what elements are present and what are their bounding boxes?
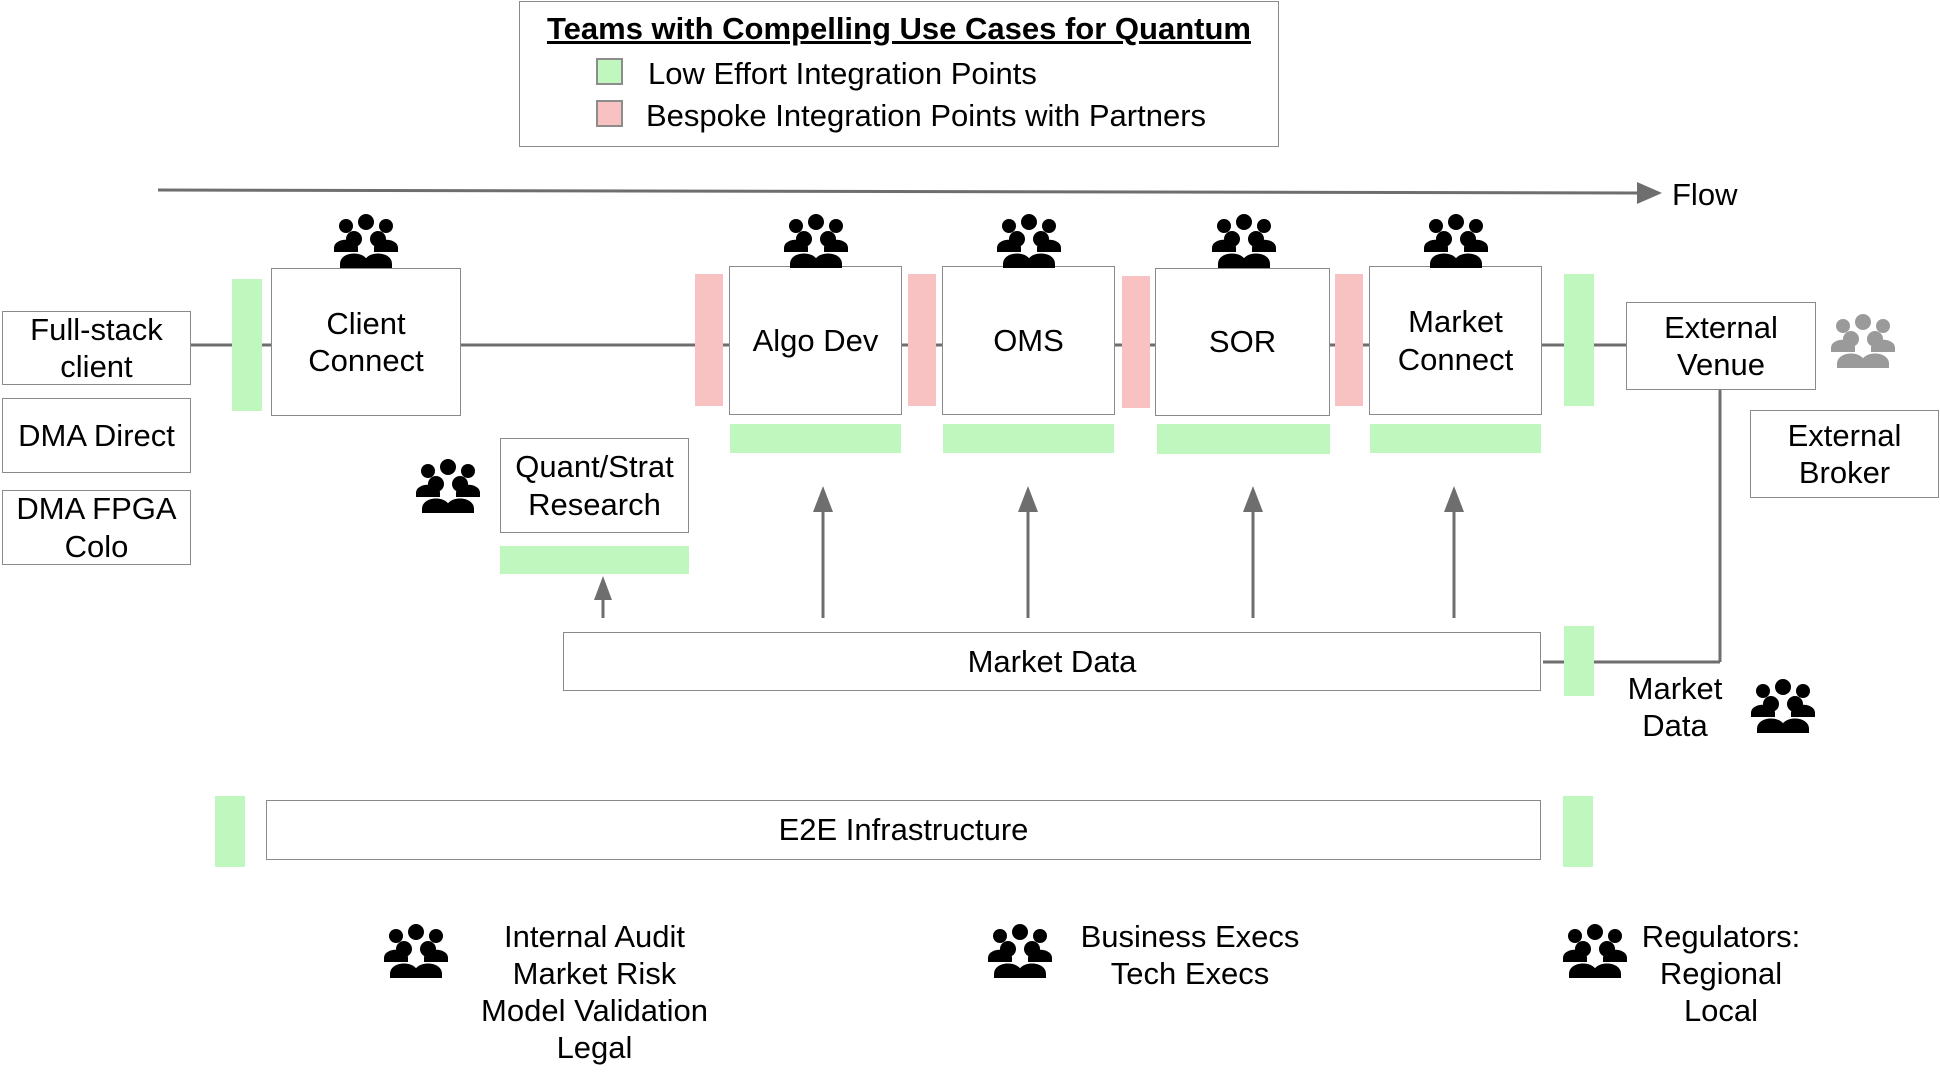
external-team-icon [1831,314,1895,368]
legend-bespoke-label: Bespoke Integration Points with Partners [646,98,1207,133]
integration-bespoke [695,274,723,406]
legend-title: Teams with Compelling Use Cases for Quan… [547,11,1251,46]
team-icon [334,214,398,268]
flow-arrow-head [1637,182,1662,204]
integration-bespoke [908,274,936,406]
market-data-box: Market Data [563,632,1541,691]
full-stack-client-box: Full-stack client [2,311,191,385]
integration-low-effort [730,424,901,453]
legend-swatch-bespoke [596,100,623,127]
team-icon [988,924,1052,978]
team-group-execs: Business Execs Tech Execs [1080,919,1300,991]
external-venue-box: External Venue [1626,302,1816,390]
quant-research-box: Quant/Strat Research [500,438,689,533]
team-icon [784,214,848,268]
e2e-infrastructure-box: E2E Infrastructure [266,800,1541,860]
integration-low-effort [1157,424,1330,454]
client-connect-box: Client Connect [271,268,461,416]
external-broker-box: External Broker [1750,410,1939,498]
team-icon [997,214,1061,268]
integration-low-effort [1563,796,1593,867]
integration-bespoke [1122,276,1150,408]
team-icon [384,924,448,978]
integration-low-effort [232,279,262,411]
team-icon [1424,214,1488,268]
team-group-regulators: Regulators: Regional Local [1641,919,1801,1028]
algo-dev-box: Algo Dev [729,266,902,415]
flow-arrow-line [157,188,1638,195]
team-icon [1751,679,1815,733]
integration-low-effort [500,546,689,574]
dma-direct-box: DMA Direct [2,398,191,473]
flow-label: Flow [1672,177,1738,212]
oms-box: OMS [942,266,1115,415]
integration-low-effort [1370,424,1541,453]
external-market-data-label: Market Data [1627,671,1723,743]
integration-low-effort [215,796,245,867]
legend-low-effort-label: Low Effort Integration Points [648,56,1037,91]
market-connect-box: Market Connect [1369,266,1542,415]
integration-bespoke [1335,274,1363,406]
legend: Teams with Compelling Use Cases for Quan… [519,1,1279,147]
team-icon [416,459,480,513]
team-icon [1212,214,1276,268]
integration-low-effort [1564,626,1594,696]
sor-box: SOR [1155,268,1330,416]
integration-low-effort [1564,274,1594,406]
legend-swatch-low-effort [596,58,623,85]
team-group-risk-legal: Internal Audit Market Risk Model Validat… [481,919,708,1065]
integration-low-effort [943,424,1114,453]
dma-fpga-colo-box: DMA FPGA Colo [2,490,191,565]
team-icon [1563,924,1627,978]
